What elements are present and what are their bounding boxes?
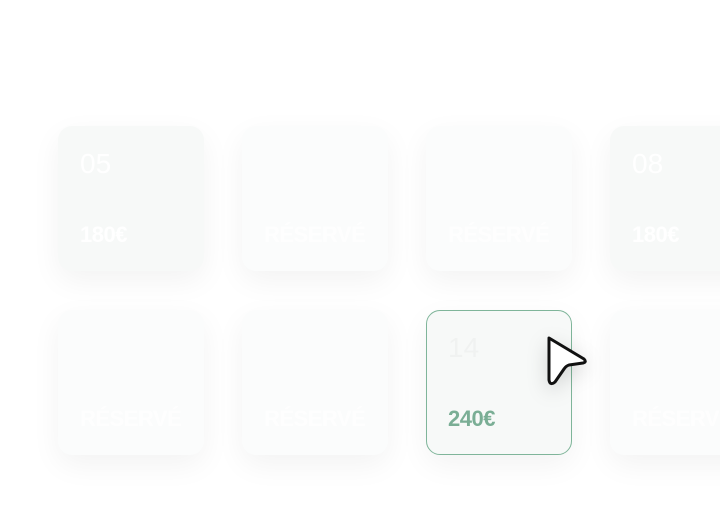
reserved-label: RÉSERVÉ — [632, 406, 720, 431]
slot-price: 180€ — [632, 222, 679, 247]
slot-card-05[interactable]: 05 180€ — [58, 126, 204, 271]
slot-card-14-selected[interactable]: 14 240€ — [426, 310, 572, 455]
slot-card-reserved: RÉSERVÉ — [610, 310, 720, 455]
slot-number: 14 — [448, 332, 480, 363]
slot-card-reserved: RÉSERVÉ — [242, 126, 388, 271]
slot-card-reserved: RÉSERVÉ — [426, 126, 572, 271]
slot-number: 08 — [632, 148, 664, 179]
reserved-label: RÉSERVÉ — [80, 406, 182, 431]
reserved-label: RÉSERVÉ — [264, 222, 366, 247]
slot-card-reserved: RÉSERVÉ — [58, 310, 204, 455]
slot-price: 240€ — [448, 406, 495, 431]
slot-price: 180€ — [80, 222, 127, 247]
mouse-pointer-icon — [547, 336, 587, 386]
slot-card-08[interactable]: 08 180€ — [610, 126, 720, 271]
slot-card-reserved: RÉSERVÉ — [242, 310, 388, 455]
reserved-label: RÉSERVÉ — [448, 222, 550, 247]
slot-number: 05 — [80, 148, 112, 179]
reserved-label: RÉSERVÉ — [264, 406, 366, 431]
